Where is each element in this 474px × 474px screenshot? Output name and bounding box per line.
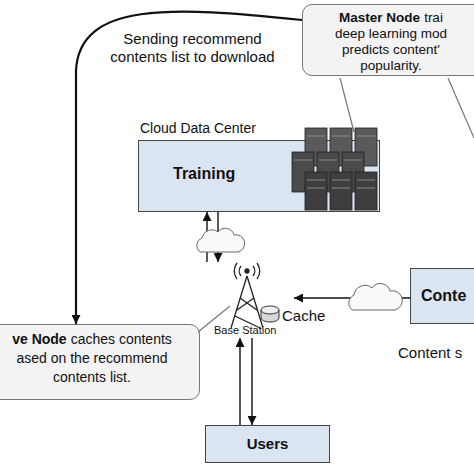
illustration-part [307,136,325,137]
box-caption: Content s [398,344,462,361]
server-rack [292,128,377,210]
network-cloud [197,228,245,252]
illustration-part [330,172,352,210]
box-title: Conte [421,287,466,305]
illustration-part [319,160,337,161]
callout-text: ve Nodecaches contents ased on the recom… [1,330,183,387]
group-heading: Cloud Data Center [140,120,256,136]
illustration-part [240,298,257,310]
illustration-part [307,188,325,189]
illustration-part [355,172,377,210]
illustration-part [340,78,354,132]
illustration-part [253,266,255,276]
box-title: Users [206,426,329,462]
node-box: ConteContent s [398,268,474,364]
illustration-part [332,188,350,189]
callout-heading: Master Node [339,10,420,25]
illustration-part [332,180,350,181]
base-station-tower [231,263,263,328]
illustration-part [245,269,249,273]
illustration-part [294,136,375,188]
station-label: Base Station [214,324,276,336]
callout-heading: ve Node [12,331,66,347]
illustration-part [239,266,241,276]
connector-arrow [251,338,252,425]
content-server-box: Conte [410,268,474,324]
box-title: Training [173,165,235,183]
illustration-part [344,160,362,161]
illustration-part [257,263,260,279]
node-box: Master Nodetrai deep learning mod predic… [302,4,474,76]
illustration-part [305,172,327,210]
network-cloud [349,284,402,310]
illustration-part [357,136,375,137]
illustration-part [307,180,325,181]
illustration-part [234,263,237,279]
callout-text: Master Nodetrai deep learning mod predic… [325,10,457,74]
illustration-part [357,180,375,181]
illustration-part [294,160,312,161]
illustration-part [237,298,254,310]
illustration-part [332,136,350,137]
node-box: ve Nodecaches contents ased on the recom… [0,324,200,400]
edge-label: Sending recommend contents list to downl… [100,30,285,66]
node-box: Users [205,425,330,463]
illustration-part [261,306,279,314]
connector-arrow [239,338,240,425]
illustration-part [448,78,474,138]
illustration-part [357,188,375,189]
cache-label: Cache [282,307,325,324]
cache-cylinder [261,306,279,322]
